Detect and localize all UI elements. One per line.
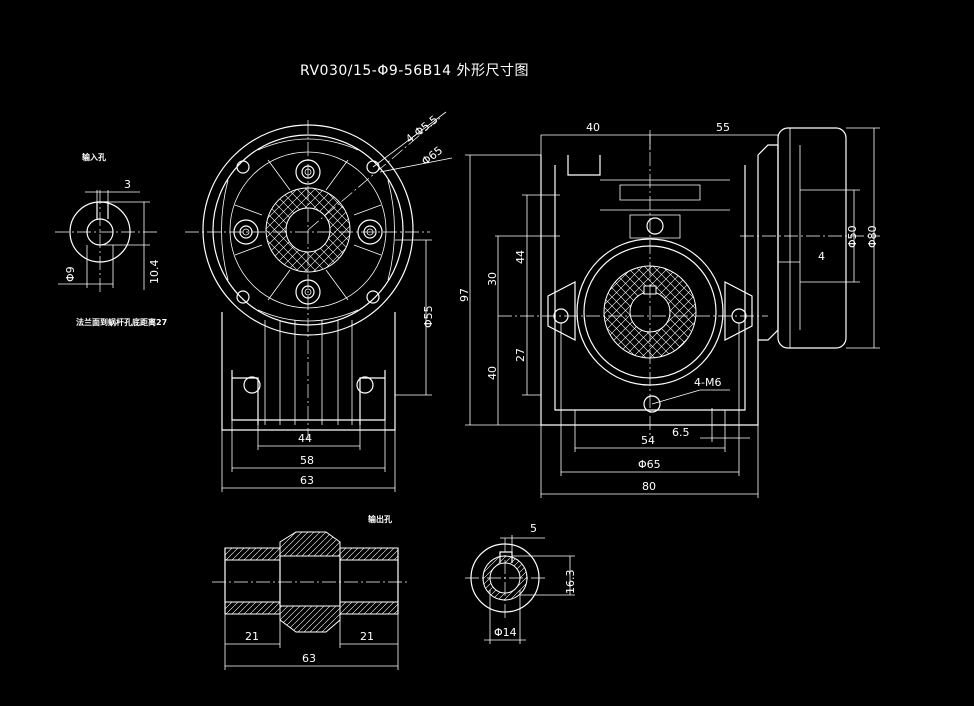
dim-front-63: 63 bbox=[300, 474, 314, 487]
dim-side-65d: Φ65 bbox=[638, 458, 661, 471]
dim-side-54: 54 bbox=[641, 434, 655, 447]
dim-side-30: 30 bbox=[486, 272, 499, 286]
front-view: 4-Φ5.5 Φ65 Φ55 44 58 63 bbox=[185, 111, 453, 492]
dim-out-21a: 21 bbox=[245, 630, 259, 643]
drawing-title: RV030/15-Φ9-56B14 外形尺寸图 bbox=[300, 63, 529, 79]
dim-input-keyway: 10.4 bbox=[148, 260, 161, 285]
input-hole-label: 输入孔 bbox=[82, 152, 106, 162]
dim-out-63: 63 bbox=[302, 652, 316, 665]
dim-out-14: Φ14 bbox=[494, 626, 517, 639]
input-hole-view: 输入孔 3 Φ9 10.4 法兰面到蜗杆孔底距离27 bbox=[55, 152, 167, 327]
dim-side-44: 44 bbox=[514, 250, 527, 264]
dim-side-97: 97 bbox=[458, 288, 471, 302]
flange-note: 法兰面到蜗杆孔底距离27 bbox=[76, 317, 167, 327]
dim-side-40: 40 bbox=[586, 121, 600, 134]
dim-out-163: 16.3 bbox=[564, 570, 577, 595]
dim-out-5: 5 bbox=[530, 522, 537, 535]
output-hole-label: 输出孔 bbox=[368, 514, 392, 524]
dim-side-80d: Φ80 bbox=[866, 225, 879, 248]
output-hole-view: 5 16.3 Φ14 bbox=[465, 522, 577, 644]
dim-front-58: 58 bbox=[300, 454, 314, 467]
dim-side-50: Φ50 bbox=[846, 225, 859, 248]
dim-side-55: 55 bbox=[716, 121, 730, 134]
output-shaft-section: 输出孔 21 21 63 bbox=[212, 514, 410, 670]
dim-side-80: 80 bbox=[642, 480, 656, 493]
dim-side-m6: 4-M6 bbox=[694, 376, 721, 389]
dim-side-40v: 40 bbox=[486, 366, 499, 380]
dim-side-65: 6.5 bbox=[672, 426, 690, 439]
dim-front-bolts: 4-Φ5.5 bbox=[403, 113, 440, 146]
dim-input-key: 3 bbox=[124, 178, 131, 191]
dim-side-27: 27 bbox=[514, 348, 527, 362]
dim-out-21b: 21 bbox=[360, 630, 374, 643]
dim-front-44: 44 bbox=[298, 432, 312, 445]
side-view: 40 55 Φ80 Φ50 4 97 44 30 2 bbox=[458, 121, 880, 498]
dim-front-spigot: Φ55 bbox=[422, 305, 435, 328]
dim-front-pcd: Φ65 bbox=[419, 144, 445, 168]
dim-input-dia: Φ9 bbox=[64, 266, 77, 282]
dim-side-4: 4 bbox=[818, 250, 825, 263]
